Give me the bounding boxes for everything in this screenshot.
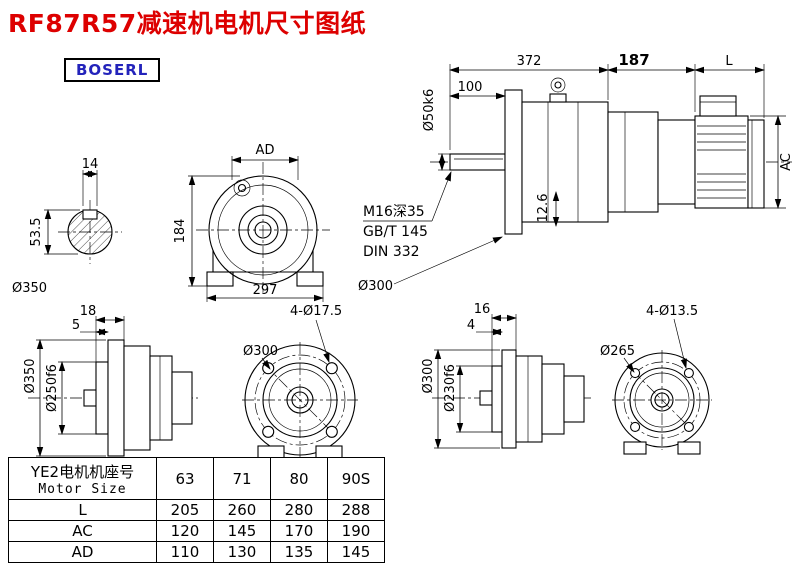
- dim-ad: AD: [256, 143, 275, 158]
- bolt-hole: [262, 362, 275, 375]
- row-label: L: [8, 499, 157, 521]
- table-size-col: 80: [270, 457, 328, 500]
- bolt-hole: [683, 368, 694, 379]
- dim-key-width: 14: [82, 157, 99, 172]
- table-cell: 288: [327, 499, 385, 521]
- bolt-hole: [630, 368, 641, 379]
- dim-spigot-dia-250: Ø250f6: [45, 364, 60, 412]
- table-row-AD: AD 110 130 135 145: [8, 541, 385, 563]
- label-flange-dia-350: Ø350: [12, 281, 47, 296]
- dim-ac: AC: [779, 153, 794, 171]
- brand-logo: BOSERL: [64, 58, 161, 82]
- view-flange-face-350: 4-Ø17.5 Ø300: [242, 304, 358, 459]
- dim-shaft-dia: Ø50k6: [422, 89, 437, 132]
- table-cell: 135: [270, 541, 328, 563]
- bolt-hole: [630, 421, 641, 432]
- label-holes-17-5: 4-Ø17.5: [290, 304, 342, 319]
- dim-297: 297: [253, 283, 278, 298]
- table-header-en: Motor Size: [38, 481, 127, 497]
- view-shaft-section: 14 53.5 Ø350: [12, 157, 122, 296]
- bolt-hole: [325, 362, 338, 375]
- dim-100: 100: [458, 80, 483, 95]
- table-cell: 280: [270, 499, 328, 521]
- view-side-flange-300: Ø300 Ø230f6 16 4: [421, 302, 592, 449]
- lifting-lug-icon: [233, 179, 251, 197]
- label-std-gbt: GB/T 145: [363, 224, 428, 240]
- table-size-col: 71: [213, 457, 271, 500]
- dim-18: 18: [80, 304, 97, 319]
- view-side-flange-350: Ø350 Ø250f6 18 5: [23, 304, 198, 457]
- table-header-motor-size: YE2电机机座号 Motor Size: [8, 457, 157, 500]
- table-size-col: 63: [156, 457, 214, 500]
- table-cell: 190: [327, 520, 385, 542]
- dim-184: 184: [173, 219, 188, 244]
- label-std-din: DIN 332: [363, 244, 420, 260]
- dim-flange-dia-300: Ø300: [421, 358, 436, 393]
- label-flange-dia-300: Ø300: [358, 279, 393, 294]
- table-cell: 130: [213, 541, 271, 563]
- fan-cover: [747, 119, 765, 209]
- view-gearbox-front: AD 184 297: [173, 143, 330, 302]
- bolt-hole: [262, 425, 275, 438]
- table-cell: 145: [327, 541, 385, 563]
- row-label: AC: [8, 520, 157, 542]
- bolt-hole: [325, 425, 338, 438]
- dim-4: 4: [467, 318, 475, 333]
- terminal-box: [699, 95, 737, 117]
- row-label: AD: [8, 541, 157, 563]
- dim-flange-dia-350: Ø350: [23, 358, 38, 393]
- table-row-AC: AC 120 145 170 190: [8, 520, 385, 542]
- table-header-cn: YE2电机机座号: [30, 462, 135, 481]
- dim-5: 5: [72, 318, 80, 333]
- table-size-col: 90S: [327, 457, 385, 500]
- technical-drawing: 14 53.5 Ø350 AD: [12, 51, 794, 459]
- table-cell: 205: [156, 499, 214, 521]
- label-bolt-circle-300: Ø300: [243, 344, 278, 359]
- label-bolt-circle-265: Ø265: [600, 344, 635, 359]
- table-cell: 110: [156, 541, 214, 563]
- table-cell: 260: [213, 499, 271, 521]
- dim-key-depth: 53.5: [29, 218, 44, 247]
- table-cell: 170: [270, 520, 328, 542]
- table-cell: 145: [213, 520, 271, 542]
- dim-12-6: 12.6: [536, 194, 551, 223]
- view-assembly: 372 187 L 100 Ø50k6 AC 12.6 M16深35 GB/T …: [358, 51, 794, 294]
- dim-187: 187: [618, 51, 649, 69]
- dimension-table: YE2电机机座号 Motor Size 63 71 80 90S L 205 2…: [8, 457, 385, 563]
- dim-372: 372: [517, 54, 542, 69]
- dim-spigot-dia-230: Ø230f6: [443, 364, 458, 412]
- page-title: RF87R57减速机电机尺寸图纸: [8, 9, 367, 38]
- table-header-row: YE2电机机座号 Motor Size 63 71 80 90S: [8, 457, 385, 500]
- label-holes-13-5: 4-Ø13.5: [646, 304, 698, 319]
- label-tap: M16深35: [363, 204, 425, 220]
- bolt-hole: [683, 421, 694, 432]
- dim-16: 16: [474, 302, 491, 317]
- view-flange-face-265: 4-Ø13.5 Ø265: [600, 304, 712, 455]
- table-cell: 120: [156, 520, 214, 542]
- dim-L: L: [725, 54, 733, 69]
- eyebolt-icon: [549, 93, 567, 103]
- table-row-L: L 205 260 280 288: [8, 499, 385, 521]
